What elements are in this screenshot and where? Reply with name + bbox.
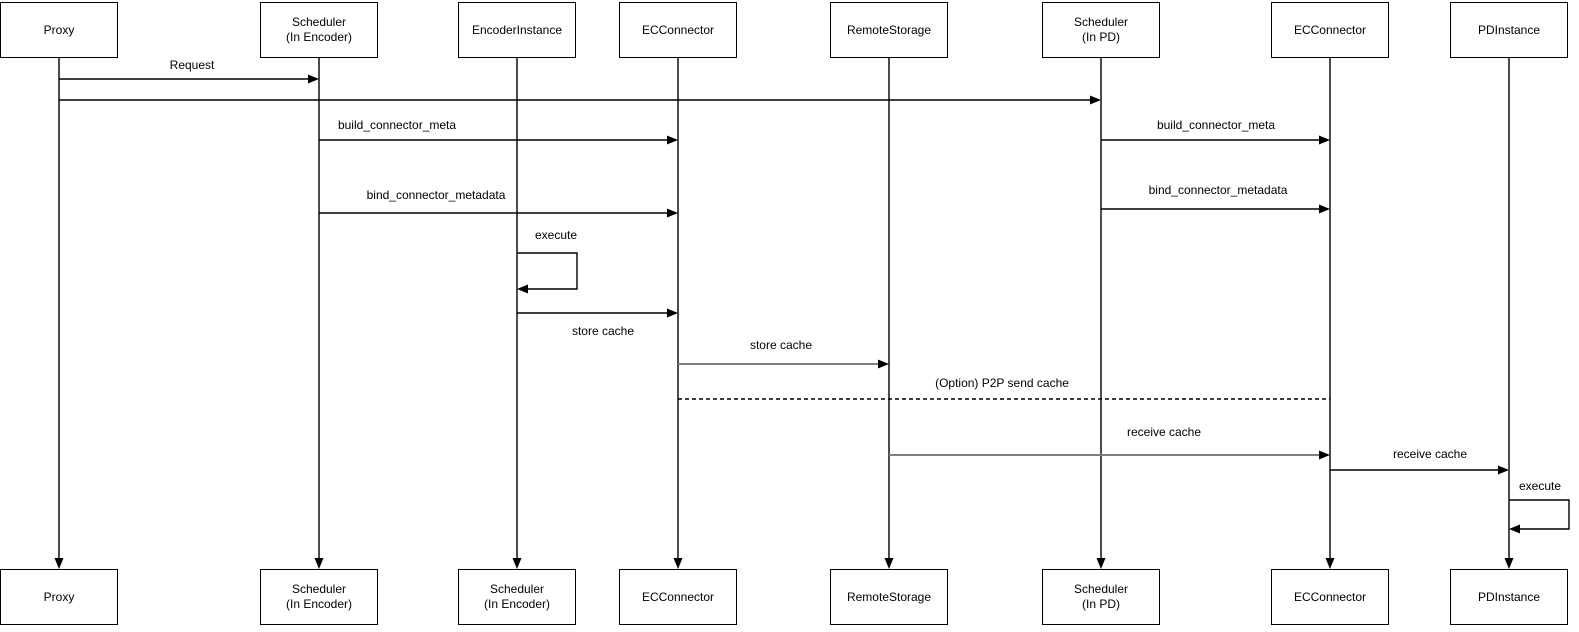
message-arrow-request xyxy=(308,74,319,84)
actor-box-encoder-instance-bottom: Scheduler (In Encoder) xyxy=(458,569,576,625)
message-arrow-bind-connector-metadata-enc xyxy=(667,208,678,218)
message-arrow-store-cache-to-connector xyxy=(667,308,678,318)
lifeline-end-arrow-encoder-instance xyxy=(512,558,522,569)
message-arrow-bind-connector-metadata-pd xyxy=(1319,204,1330,214)
message-label-build-connector-meta-enc: build_connector_meta xyxy=(335,118,459,132)
self-loop-execute-encoder xyxy=(517,252,578,290)
message-arrow-build-connector-meta-pd xyxy=(1319,135,1330,145)
actor-box-remote-storage-bottom: RemoteStorage xyxy=(830,569,948,625)
message-arrow-build-connector-meta-enc xyxy=(667,135,678,145)
lifeline-end-arrow-scheduler-in-encoder xyxy=(314,558,324,569)
lifeline-end-arrow-pd-instance xyxy=(1504,558,1514,569)
lifeline-end-arrow-proxy xyxy=(54,558,64,569)
lifeline-end-arrow-ec-connector-encoder xyxy=(673,558,683,569)
actor-box-ec-connector-pd-bottom: ECConnector xyxy=(1271,569,1389,625)
actor-box-remote-storage-top: RemoteStorage xyxy=(830,2,948,58)
message-label-build-connector-meta-pd: build_connector_meta xyxy=(1154,118,1278,132)
self-loop-label-execute-encoder: execute xyxy=(532,228,580,242)
actor-box-ec-connector-encoder-bottom: ECConnector xyxy=(619,569,737,625)
message-label-receive-cache-from-storage: receive cache xyxy=(1124,425,1204,439)
actor-box-scheduler-in-encoder-top: Scheduler (In Encoder) xyxy=(260,2,378,58)
actor-box-proxy-top: Proxy xyxy=(0,2,118,58)
actor-box-ec-connector-pd-top: ECConnector xyxy=(1271,2,1389,58)
actor-box-encoder-instance-top: EncoderInstance xyxy=(458,2,576,58)
self-loop-label-execute-pd: execute xyxy=(1516,479,1564,493)
message-label-store-cache-to-storage: store cache xyxy=(747,338,815,352)
actor-box-scheduler-in-pd-bottom: Scheduler (In PD) xyxy=(1042,569,1160,625)
message-arrow-store-cache-to-storage xyxy=(878,359,889,369)
actor-box-pd-instance-bottom: PDInstance xyxy=(1450,569,1568,625)
message-arrow-proxy-to-pd-scheduler xyxy=(1090,95,1101,105)
message-label-p2p-send-cache: (Option) P2P send cache xyxy=(933,376,1071,390)
message-label-store-cache-to-connector: store cache xyxy=(569,324,637,338)
message-label-request: Request xyxy=(167,58,217,72)
message-arrow-receive-cache-from-storage xyxy=(1319,450,1330,460)
lifeline-end-arrow-remote-storage xyxy=(884,558,894,569)
self-loop-arrow-execute-pd xyxy=(1509,524,1520,534)
self-loop-execute-pd xyxy=(1509,499,1570,530)
actor-box-pd-instance-top: PDInstance xyxy=(1450,2,1568,58)
actor-box-scheduler-in-pd-top: Scheduler (In PD) xyxy=(1042,2,1160,58)
actor-box-proxy-bottom: Proxy xyxy=(0,569,118,625)
actor-box-scheduler-in-encoder-bottom: Scheduler (In Encoder) xyxy=(260,569,378,625)
actor-box-ec-connector-encoder-top: ECConnector xyxy=(619,2,737,58)
lifeline-end-arrow-ec-connector-pd xyxy=(1325,558,1335,569)
lifeline-end-arrow-scheduler-in-pd xyxy=(1096,558,1106,569)
message-label-bind-connector-metadata-enc: bind_connector_metadata xyxy=(364,188,508,202)
message-arrow-receive-cache-to-pd xyxy=(1498,465,1509,475)
message-label-receive-cache-to-pd: receive cache xyxy=(1390,447,1470,461)
message-label-bind-connector-metadata-pd: bind_connector_metadata xyxy=(1146,183,1290,197)
self-loop-arrow-execute-encoder xyxy=(517,284,528,294)
